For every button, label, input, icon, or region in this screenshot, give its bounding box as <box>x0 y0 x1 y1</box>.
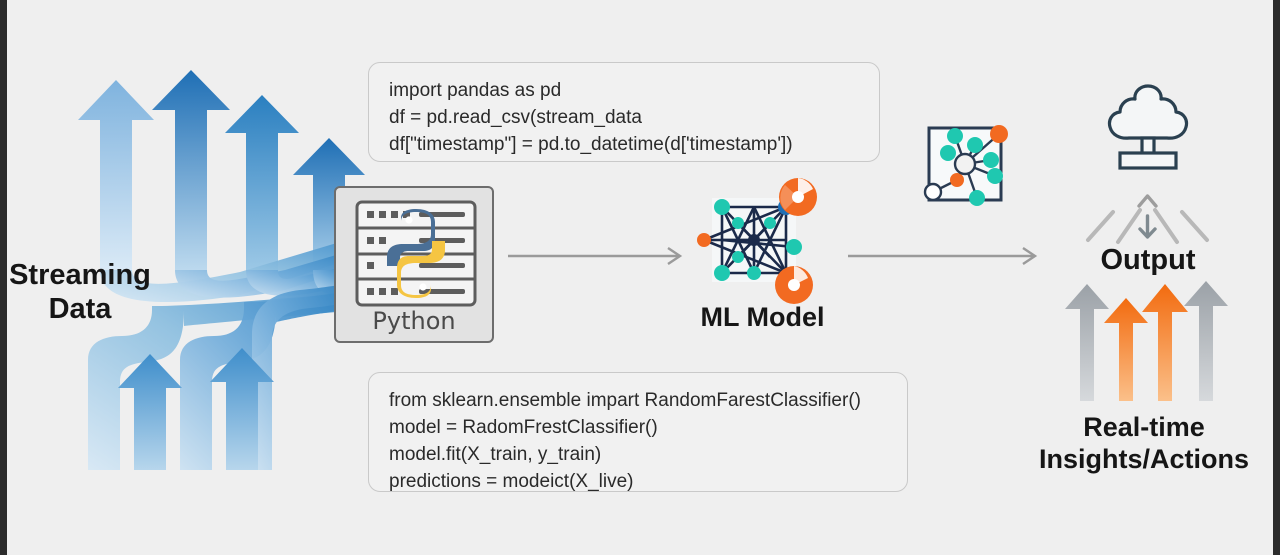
streaming-data-label-line2: Data <box>48 293 112 326</box>
code-snippet-sklearn: from sklearn.ensemble impart RandomFares… <box>368 372 908 492</box>
realtime-label-line1: Real-time <box>1083 412 1205 442</box>
connector-python-to-ml-arrow <box>508 247 683 265</box>
connector-ml-to-output-arrow <box>848 247 1038 265</box>
code-line: model.fit(X_train, y_train) <box>389 444 602 465</box>
network-square-nodes <box>923 125 1008 206</box>
pie-chart-icon-bottom <box>775 266 813 304</box>
realtime-insights-label: Real-time Insights/Actions <box>1008 412 1280 476</box>
realtime-arrow-orange-left <box>1104 298 1148 401</box>
right-edge-bar <box>1273 0 1280 555</box>
realtime-arrow-gray-left <box>1065 284 1109 401</box>
code-line: import pandas as pd <box>389 80 562 101</box>
streaming-arrow-5 <box>118 354 182 470</box>
python-stage-card[interactable]: Python <box>334 186 494 343</box>
streaming-arrow-1 <box>78 80 154 270</box>
code-line: model = RadomFrestClassifier() <box>389 417 658 438</box>
python-label: Python <box>372 307 456 335</box>
streaming-arrow-2 <box>152 70 230 270</box>
streaming-data-label-line1: Streaming <box>9 259 151 291</box>
python-logo-icon <box>387 209 445 298</box>
streaming-data-label: Streaming Data <box>0 258 160 326</box>
network-nodes-square-icon <box>923 125 1008 206</box>
code-line: df = pd.read_csv(stream_data <box>389 107 642 128</box>
ml-model-label: ML Model <box>700 302 825 332</box>
streaming-arrow-3 <box>225 95 299 270</box>
code-snippet-pandas: import pandas as pd df = pd.read_csv(str… <box>368 62 880 162</box>
python-server-rack-icon <box>355 200 477 307</box>
code-line: from sklearn.ensemble impart RandomFares… <box>389 390 861 411</box>
streaming-arrow-6 <box>210 348 274 470</box>
realtime-arrow-orange-right <box>1142 284 1188 401</box>
streaming-arrow-4 <box>293 138 365 270</box>
output-label: Output <box>1100 244 1196 276</box>
code-line: predictions = modeict(X_live) <box>389 471 634 492</box>
realtime-insights-arrows <box>1065 281 1228 401</box>
ml-model-network-icon <box>697 178 817 304</box>
output-rays-icon <box>1086 194 1209 244</box>
realtime-label-line2: Insights/Actions <box>1038 443 1249 474</box>
left-edge-bar <box>0 0 7 555</box>
code-line: df["timestamp"] = pd.to_datetime(d['time… <box>389 134 793 155</box>
output-tree-cloud-icon <box>1107 84 1189 170</box>
realtime-arrow-gray-right <box>1184 281 1228 401</box>
pie-chart-icon-top <box>779 178 817 216</box>
